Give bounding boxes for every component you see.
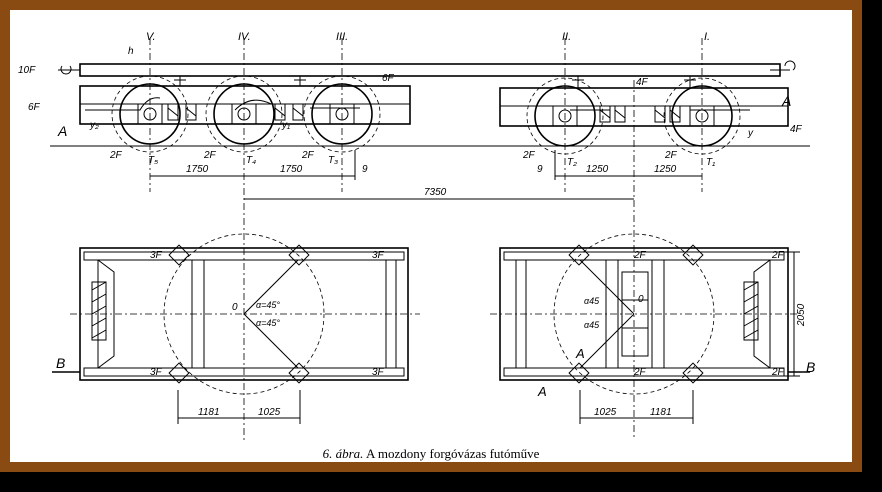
axle-label-IV: IV.	[238, 31, 251, 43]
left-force-3F-tr: 3F	[372, 250, 385, 261]
spring-blocks	[167, 103, 681, 123]
right-alpha-top: α45	[584, 296, 600, 306]
coupler-lines	[58, 60, 796, 75]
right-dim-2050: 2050	[796, 303, 807, 327]
dim-9-b: 9	[537, 164, 543, 175]
h-label: h	[128, 46, 134, 57]
section-A-low: A	[537, 384, 547, 399]
dim-7350: 7350	[424, 187, 447, 198]
left-pivot-circle	[163, 233, 325, 395]
T5-label: T₅	[148, 155, 158, 166]
main-frame-beam	[79, 63, 781, 77]
right-force-2F-tr: 2F	[771, 250, 785, 261]
right-force-2F-br: 2F	[771, 367, 785, 378]
side-view: V. IV. III. II. I. 10F 6F 6F 4F 4F h A A…	[18, 31, 810, 440]
right-force-2F-tl: 2F	[633, 250, 647, 261]
caption-text: A mozdony forgóvázas futóműve	[365, 446, 540, 461]
axle-label-V: V.	[146, 31, 156, 43]
right-pivot-circle	[553, 233, 715, 395]
axle-label-II: II.	[562, 31, 571, 43]
force-6F-right: 6F	[382, 73, 395, 84]
dim-9-a: 9	[362, 164, 368, 175]
left-alpha-top: α=45°	[256, 300, 280, 310]
left-alpha-bottom: α=45°	[256, 318, 280, 328]
force-10F: 10F	[18, 65, 36, 76]
pivot-posts	[174, 76, 696, 88]
left-force-3F-br: 3F	[372, 367, 385, 378]
wheel-force-3: 2F	[301, 150, 315, 161]
left-dim-1025: 1025	[258, 407, 281, 418]
T1-label: T₁	[706, 157, 715, 168]
dim-1250-b: 1250	[654, 164, 677, 175]
figure-caption: 6. ábra. A mozdony forgóvázas futóműve	[10, 446, 852, 462]
dim-1750-b: 1750	[280, 164, 303, 175]
T4-label: T₄	[246, 155, 256, 166]
section-A-left: A	[57, 123, 67, 139]
right-bogie-frame	[499, 87, 789, 127]
right-force-2F-bl: 2F	[633, 367, 647, 378]
right-dim-1025: 1025	[594, 407, 617, 418]
wheel-force-2: 2F	[522, 150, 536, 161]
caption-number: 6. ábra.	[322, 446, 364, 461]
plan-view-left: 3F 3F 3F 3F 0 α=45° α=45° B 1181 1025	[52, 233, 420, 424]
section-A-mid: A	[575, 346, 585, 361]
force-4F-top: 4F	[636, 77, 649, 88]
left-side-bearers	[168, 244, 310, 384]
section-A-right: A	[781, 93, 791, 109]
section-B-right: B	[806, 359, 815, 375]
left-dim-1181: 1181	[198, 407, 220, 418]
side-dimension-lines	[150, 150, 702, 200]
wheel-force-4: 2F	[203, 150, 217, 161]
bogie-drawing: V. IV. III. II. I. 10F 6F 6F 4F 4F h A A…	[18, 31, 815, 440]
section-B-left: B	[56, 355, 65, 371]
right-dim-1181: 1181	[650, 407, 672, 418]
y-label: y	[747, 128, 754, 139]
frame-shadow	[20, 472, 882, 492]
axle-label-I: I.	[704, 31, 710, 43]
left-force-3F-tl: 3F	[150, 250, 163, 261]
drawing-sheet: V. IV. III. II. I. 10F 6F 6F 4F 4F h A A…	[10, 10, 852, 462]
plan-view-right: 2F 2F 2F 2F 0 α45 α45 A A B 2050 1025 11…	[490, 233, 815, 424]
dim-1250-a: 1250	[586, 164, 609, 175]
wheel-force-5: 2F	[109, 150, 123, 161]
axle-label-III: III.	[336, 31, 348, 43]
right-side-bearers	[568, 244, 704, 384]
force-4F-right: 4F	[790, 124, 803, 135]
right-alpha-bottom: α45	[584, 320, 600, 330]
wheel-force-1: 2F	[664, 150, 678, 161]
force-6F: 6F	[28, 102, 41, 113]
left-center-O: 0	[232, 302, 238, 313]
y2-label: y₂	[89, 120, 99, 131]
dim-1750-a: 1750	[186, 164, 209, 175]
T3-label: T₃	[328, 155, 338, 166]
right-center-O: 0	[638, 294, 644, 305]
left-force-3F-bl: 3F	[150, 367, 163, 378]
equalizer-rods	[85, 97, 750, 111]
T2-label: T₂	[567, 157, 577, 168]
y1-label: y₁	[281, 120, 290, 131]
